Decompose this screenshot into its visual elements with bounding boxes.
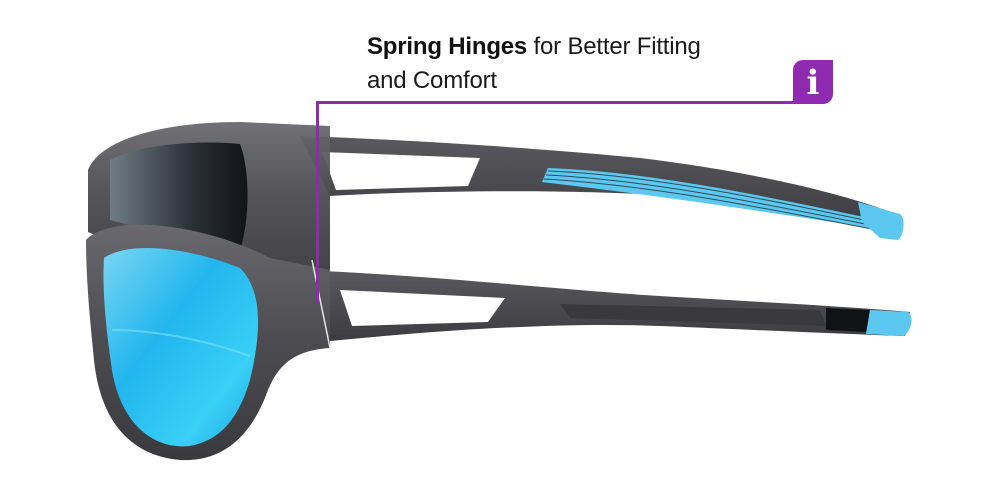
info-icon: i	[806, 63, 820, 103]
callout-title-bold: Spring Hinges	[367, 33, 528, 60]
callout-line-2: and Comfort	[367, 67, 497, 94]
callout-line-1: Spring Hinges for Better Fitting	[367, 30, 701, 64]
temple-grip-stripes	[542, 168, 895, 234]
callout-leader-vertical	[316, 101, 319, 303]
info-badge[interactable]: i	[793, 60, 833, 104]
feature-callout-text: Spring Hinges for Better Fitting and Com…	[367, 30, 701, 98]
lens	[103, 247, 259, 447]
callout-title-rest: for Better Fitting	[527, 33, 701, 60]
callout-leader-horizontal	[316, 101, 796, 104]
